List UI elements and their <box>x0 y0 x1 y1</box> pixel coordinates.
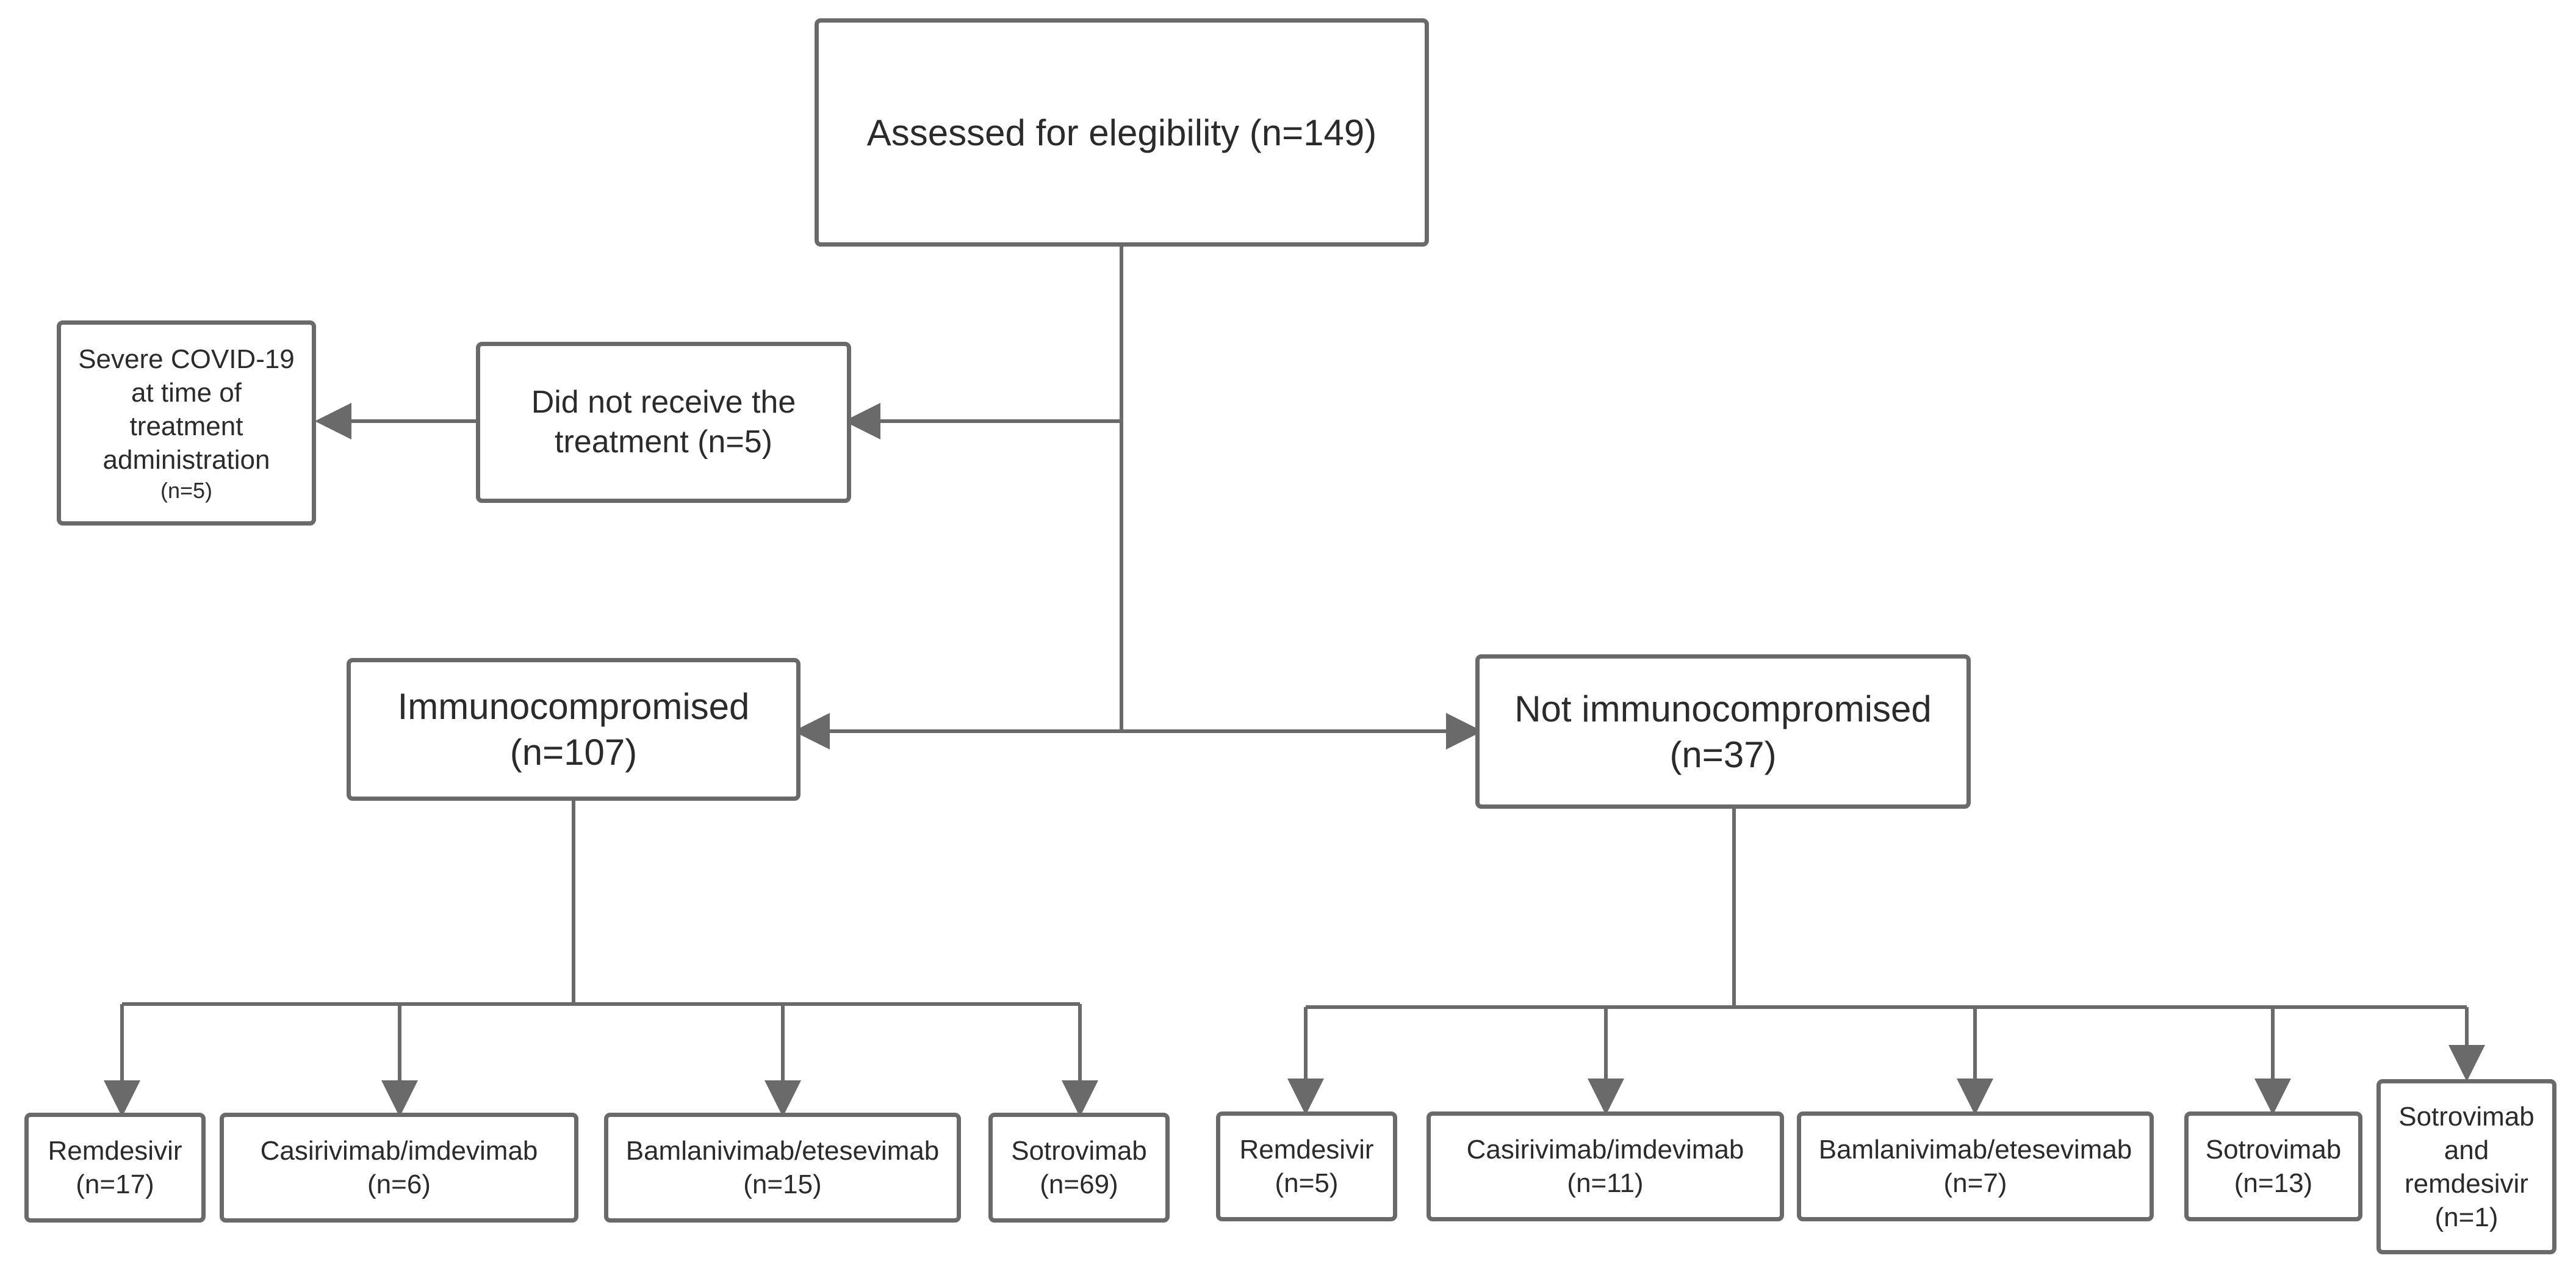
immuno-arm-bamlanivimab: Bamlanivimab/etesevimab (n=15) <box>604 1113 961 1223</box>
arm-count: (n=69) <box>1040 1169 1118 1199</box>
assessed-label: Assessed for elegibility (n=149) <box>866 112 1377 153</box>
immunocompromised-name: Immunocompromised <box>397 686 750 727</box>
immuno-arm-remdesivir: Remdesivir (n=17) <box>24 1113 206 1223</box>
excluded-line2: treatment (n=5) <box>555 424 772 460</box>
arm-name: Sotrovimab <box>2205 1135 2342 1165</box>
arm-count: (n=7) <box>1943 1168 2007 1198</box>
not-immuno-arm-sotrovimab-remdesivir: Sotrovimab and remdesivir (n=1) <box>2376 1079 2556 1254</box>
not-immunocompromised-box: Not immunocompromised (n=37) <box>1475 654 1971 809</box>
assessed-box: Assessed for elegibility (n=149) <box>815 18 1429 247</box>
arm-name: Casirivimab/imdevimab <box>1466 1135 1744 1165</box>
arm-name: Bamlanivimab/etesevimab <box>1818 1135 2132 1165</box>
reason-line3: treatment <box>129 411 243 441</box>
arm-name: Bamlanivimab/etesevimab <box>625 1136 940 1166</box>
arm-count: (n=13) <box>2234 1168 2313 1198</box>
arm-name: Casirivimab/imdevimab <box>260 1136 538 1166</box>
not-immunocompromised-count: (n=37) <box>1669 734 1777 775</box>
not-immuno-arm-sotrovimab: Sotrovimab (n=13) <box>2184 1111 2362 1221</box>
arm-name: Remdesivir <box>48 1136 182 1166</box>
arm-name-2: and <box>2444 1135 2489 1165</box>
reason-line2: at time of <box>131 377 242 408</box>
excluded-line1: Did not receive the <box>531 385 796 420</box>
arm-count: (n=11) <box>1567 1168 1644 1198</box>
not-immunocompromised-name: Not immunocompromised <box>1514 688 1932 729</box>
not-immuno-arm-casirivimab: Casirivimab/imdevimab (n=11) <box>1427 1111 1784 1221</box>
reason-line4: administration <box>103 444 270 475</box>
arm-count: (n=1) <box>2434 1202 2499 1232</box>
immunocompromised-count: (n=107) <box>509 732 638 773</box>
arm-name-3: remdesivir <box>2405 1168 2528 1199</box>
arm-name: Sotrovimab <box>1011 1136 1147 1166</box>
immuno-arm-sotrovimab: Sotrovimab (n=69) <box>988 1113 1170 1223</box>
not-immuno-arm-remdesivir: Remdesivir (n=5) <box>1216 1111 1397 1221</box>
exclusion-reason-box: Severe COVID-19 at time of treatment adm… <box>57 320 316 526</box>
immunocompromised-box: Immunocompromised (n=107) <box>347 658 801 801</box>
immuno-arm-casirivimab: Casirivimab/imdevimab (n=6) <box>220 1113 578 1223</box>
not-immuno-arm-bamlanivimab: Bamlanivimab/etesevimab (n=7) <box>1797 1111 2154 1221</box>
reason-count: (n=5) <box>160 477 213 503</box>
arm-count: (n=17) <box>76 1169 154 1199</box>
arm-name: Sotrovimab <box>2398 1101 2535 1132</box>
arm-count: (n=15) <box>743 1169 822 1199</box>
arm-count: (n=5) <box>1275 1168 1339 1198</box>
reason-line1: Severe COVID-19 <box>78 344 295 374</box>
arm-name: Remdesivir <box>1239 1135 1374 1165</box>
arm-count: (n=6) <box>367 1169 431 1199</box>
excluded-box: Did not receive the treatment (n=5) <box>476 342 851 503</box>
